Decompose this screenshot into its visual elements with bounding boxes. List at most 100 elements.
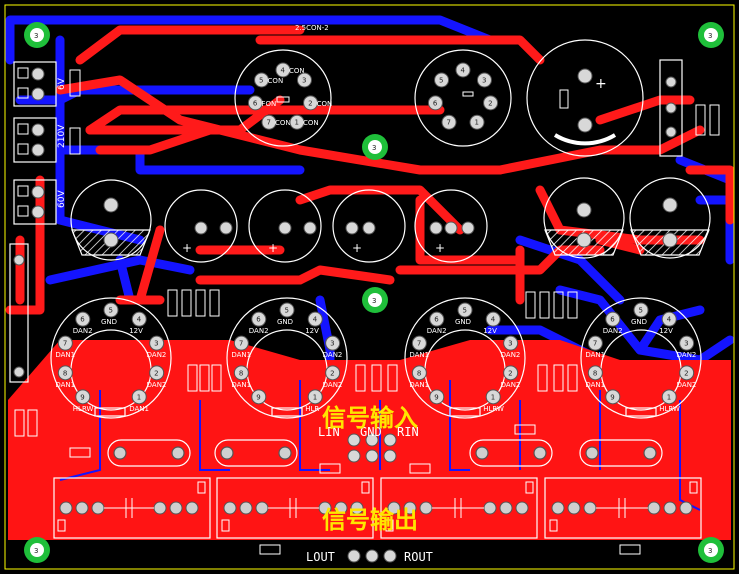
signal-output-annotation: 信号输出 <box>322 506 418 534</box>
tube-pin-label: HLR <box>305 405 319 413</box>
tube-pin-pad <box>587 365 603 381</box>
tube-pin-label: DAN2 <box>427 327 447 335</box>
tube-pin-pad <box>57 335 73 351</box>
tube-pin-number: 2 <box>508 369 512 377</box>
tube-pin-pad <box>325 365 341 381</box>
terminal-label-60v: 60V <box>57 190 67 208</box>
tube-pin-pad <box>131 389 147 405</box>
tube-pin-pad <box>307 389 323 405</box>
tube-pin-number: 8 <box>63 369 67 377</box>
socket-pin-number: 7 <box>447 119 451 127</box>
socket-pin-number: 3 <box>302 77 306 85</box>
tube-pin-number: 6 <box>80 316 85 324</box>
socket-pin-number: 4 <box>461 67 466 75</box>
gnd-in-label: GND <box>360 425 382 439</box>
tube-pin-number: 4 <box>313 316 318 324</box>
rout-label: ROUT <box>404 550 433 564</box>
tube-pin-pad <box>661 389 677 405</box>
socket-pin-number: 5 <box>439 77 443 85</box>
tube-pin-label: DAN1 <box>55 381 75 389</box>
tube-pin-number: 7 <box>593 340 597 348</box>
output-capacitors <box>53 477 702 539</box>
tube-pin-number: 4 <box>491 316 496 324</box>
tube-pin-label: DAN1 <box>585 381 605 389</box>
lin-label: LIN <box>318 425 340 439</box>
tube-pin-number: 6 <box>256 316 261 324</box>
tube-pin-number: 3 <box>330 340 334 348</box>
tube-pin-pad <box>57 365 73 381</box>
svg-text:3: 3 <box>372 297 376 305</box>
tube-pin-number: 3 <box>154 340 158 348</box>
tube-pin-pad <box>75 311 91 327</box>
tube-pin-pad <box>587 335 603 351</box>
svg-text:+: + <box>182 241 192 255</box>
socket-pin-number: 2 <box>488 99 492 107</box>
tube-pin-pad <box>485 389 501 405</box>
tube-pin-label: GND <box>455 318 471 326</box>
socket-pin-number: 6 <box>253 99 258 107</box>
top-socket-middle <box>414 49 512 147</box>
tube-pin-number: 1 <box>137 393 141 401</box>
socket-pin-label: CON <box>289 67 305 75</box>
tube-pin-pad <box>251 311 267 327</box>
tube-pin-pad <box>131 311 147 327</box>
tube-pin-number: 4 <box>137 316 142 324</box>
tube-pin-label: DAN2 <box>677 381 697 389</box>
tube-pin-pad <box>503 365 519 381</box>
resistors <box>14 104 720 555</box>
terminal-label-6v: 6V <box>57 77 67 90</box>
tube-pin-number: 4 <box>667 316 672 324</box>
tube-pin-pad <box>149 365 165 381</box>
tube-pin-label: DAN1 <box>231 381 251 389</box>
socket-pin-number: 2 <box>308 99 312 107</box>
svg-text:3: 3 <box>372 144 376 152</box>
tube-pin-pad <box>149 335 165 351</box>
tube-pin-pad <box>661 311 677 327</box>
socket-pin-pad <box>469 114 485 130</box>
tube-pin-pad <box>429 389 445 405</box>
tube-pin-number: 5 <box>285 307 289 315</box>
socket-pin-pad <box>483 95 499 111</box>
tube-pin-pad <box>233 365 249 381</box>
tube-pin-pad <box>411 365 427 381</box>
tube-pin-number: 2 <box>154 369 158 377</box>
svg-text:+: + <box>435 241 445 255</box>
tube-pin-pad <box>103 302 119 318</box>
tube-pin-pad <box>251 389 267 405</box>
socket-pin-number: 1 <box>295 119 299 127</box>
tube-pin-number: 8 <box>239 369 243 377</box>
tube-pin-number: 3 <box>508 340 512 348</box>
socket-pin-label: CON <box>317 100 333 108</box>
socket-pin-number: 3 <box>482 77 486 85</box>
tube-pin-label: DAN2 <box>323 381 343 389</box>
lout-label: LOUT <box>306 550 335 564</box>
socket-pin-number: 5 <box>259 77 263 85</box>
tube-pin-label: GND <box>277 318 293 326</box>
tube-pin-label: DAN2 <box>677 351 697 359</box>
tube-pin-label: DAN2 <box>147 351 167 359</box>
tube-pin-number: 7 <box>63 340 67 348</box>
tube-pin-number: 5 <box>463 307 467 315</box>
svg-text:+: + <box>595 76 607 92</box>
tube-pin-label: 12V <box>483 327 497 335</box>
tube-pin-pad <box>633 302 649 318</box>
socket-pin-pad <box>455 62 471 78</box>
tube-pin-number: 7 <box>417 340 421 348</box>
tube-pin-number: 5 <box>639 307 643 315</box>
tube-pin-label: DAN2 <box>501 381 521 389</box>
socket-pin-number: 1 <box>475 119 479 127</box>
tube-pin-label: HLRW <box>483 405 504 413</box>
tube-pin-label: GND <box>631 318 647 326</box>
socket-pin-label: CON <box>275 119 291 127</box>
tube-pin-number: 9 <box>610 393 614 401</box>
tube-pin-number: 8 <box>417 369 421 377</box>
svg-text:3: 3 <box>34 547 38 555</box>
tube-pin-number: 1 <box>667 393 671 401</box>
terminal-label-210v: 210V <box>57 124 67 148</box>
tube-pin-number: 5 <box>109 307 113 315</box>
right-header <box>659 59 683 157</box>
tube-pin-number: 9 <box>80 393 84 401</box>
tube-pin-pad <box>485 311 501 327</box>
